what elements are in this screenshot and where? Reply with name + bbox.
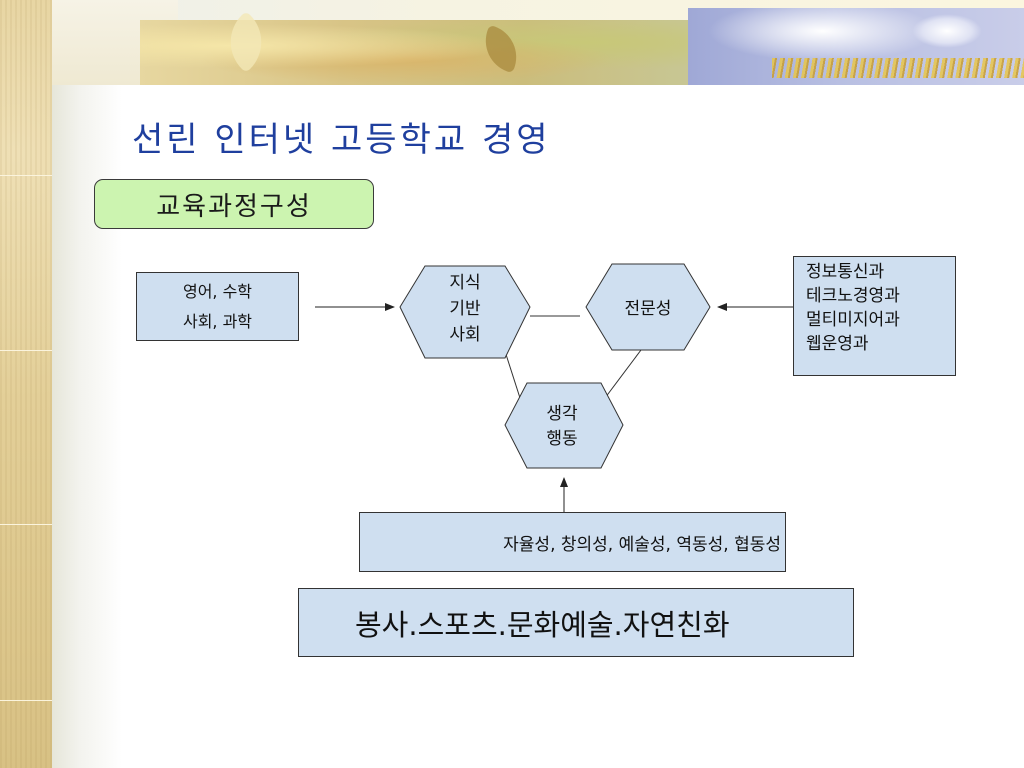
attributes-text: 자율성, 창의성, 예술성, 역동성, 협동성: [503, 534, 781, 555]
thinking-line-2: 행동: [546, 429, 577, 449]
hexagon-expertise: 전문성: [585, 263, 711, 351]
activities-text: 봉사.스포츠.문화예술.자연친화: [355, 607, 730, 642]
department-line-1: 정보통신과: [806, 262, 885, 282]
departments-box: 정보통신과 테크노경영과 멀티미지어과 웹운영과: [793, 256, 956, 376]
knowledge-line-2: 기반: [449, 299, 481, 319]
subjects-line-1: 영어, 수학: [182, 282, 253, 301]
department-line-4: 웹운영과: [806, 334, 869, 354]
attributes-box: 자율성, 창의성, 예술성, 역동성, 협동성: [359, 512, 786, 572]
hexagon-thinking-action: 생각 행동: [504, 382, 624, 469]
department-line-3: 멀티미지어과: [806, 310, 900, 330]
knowledge-line-1: 지식: [449, 273, 480, 293]
thinking-line-1: 생각: [546, 404, 578, 424]
connector-expertise-thinking: [604, 349, 642, 399]
decorative-banner: [52, 0, 1024, 85]
subjects-line-2: 사회, 과학: [182, 312, 253, 331]
subjects-box: 영어, 수학 사회, 과학: [136, 272, 299, 341]
knowledge-line-3: 사회: [449, 325, 480, 345]
slide-title: 선린 인터넷 고등학교 경영: [132, 120, 551, 160]
expertise-label: 전문성: [625, 299, 672, 319]
section-label: 교육과정구성: [94, 179, 374, 229]
department-line-2: 테크노경영과: [806, 286, 900, 306]
hexagon-knowledge-society: 지식 기반 사회: [399, 265, 531, 359]
parchment-strip: [0, 0, 52, 768]
activities-box: 봉사.스포츠.문화예술.자연친화: [298, 588, 854, 657]
